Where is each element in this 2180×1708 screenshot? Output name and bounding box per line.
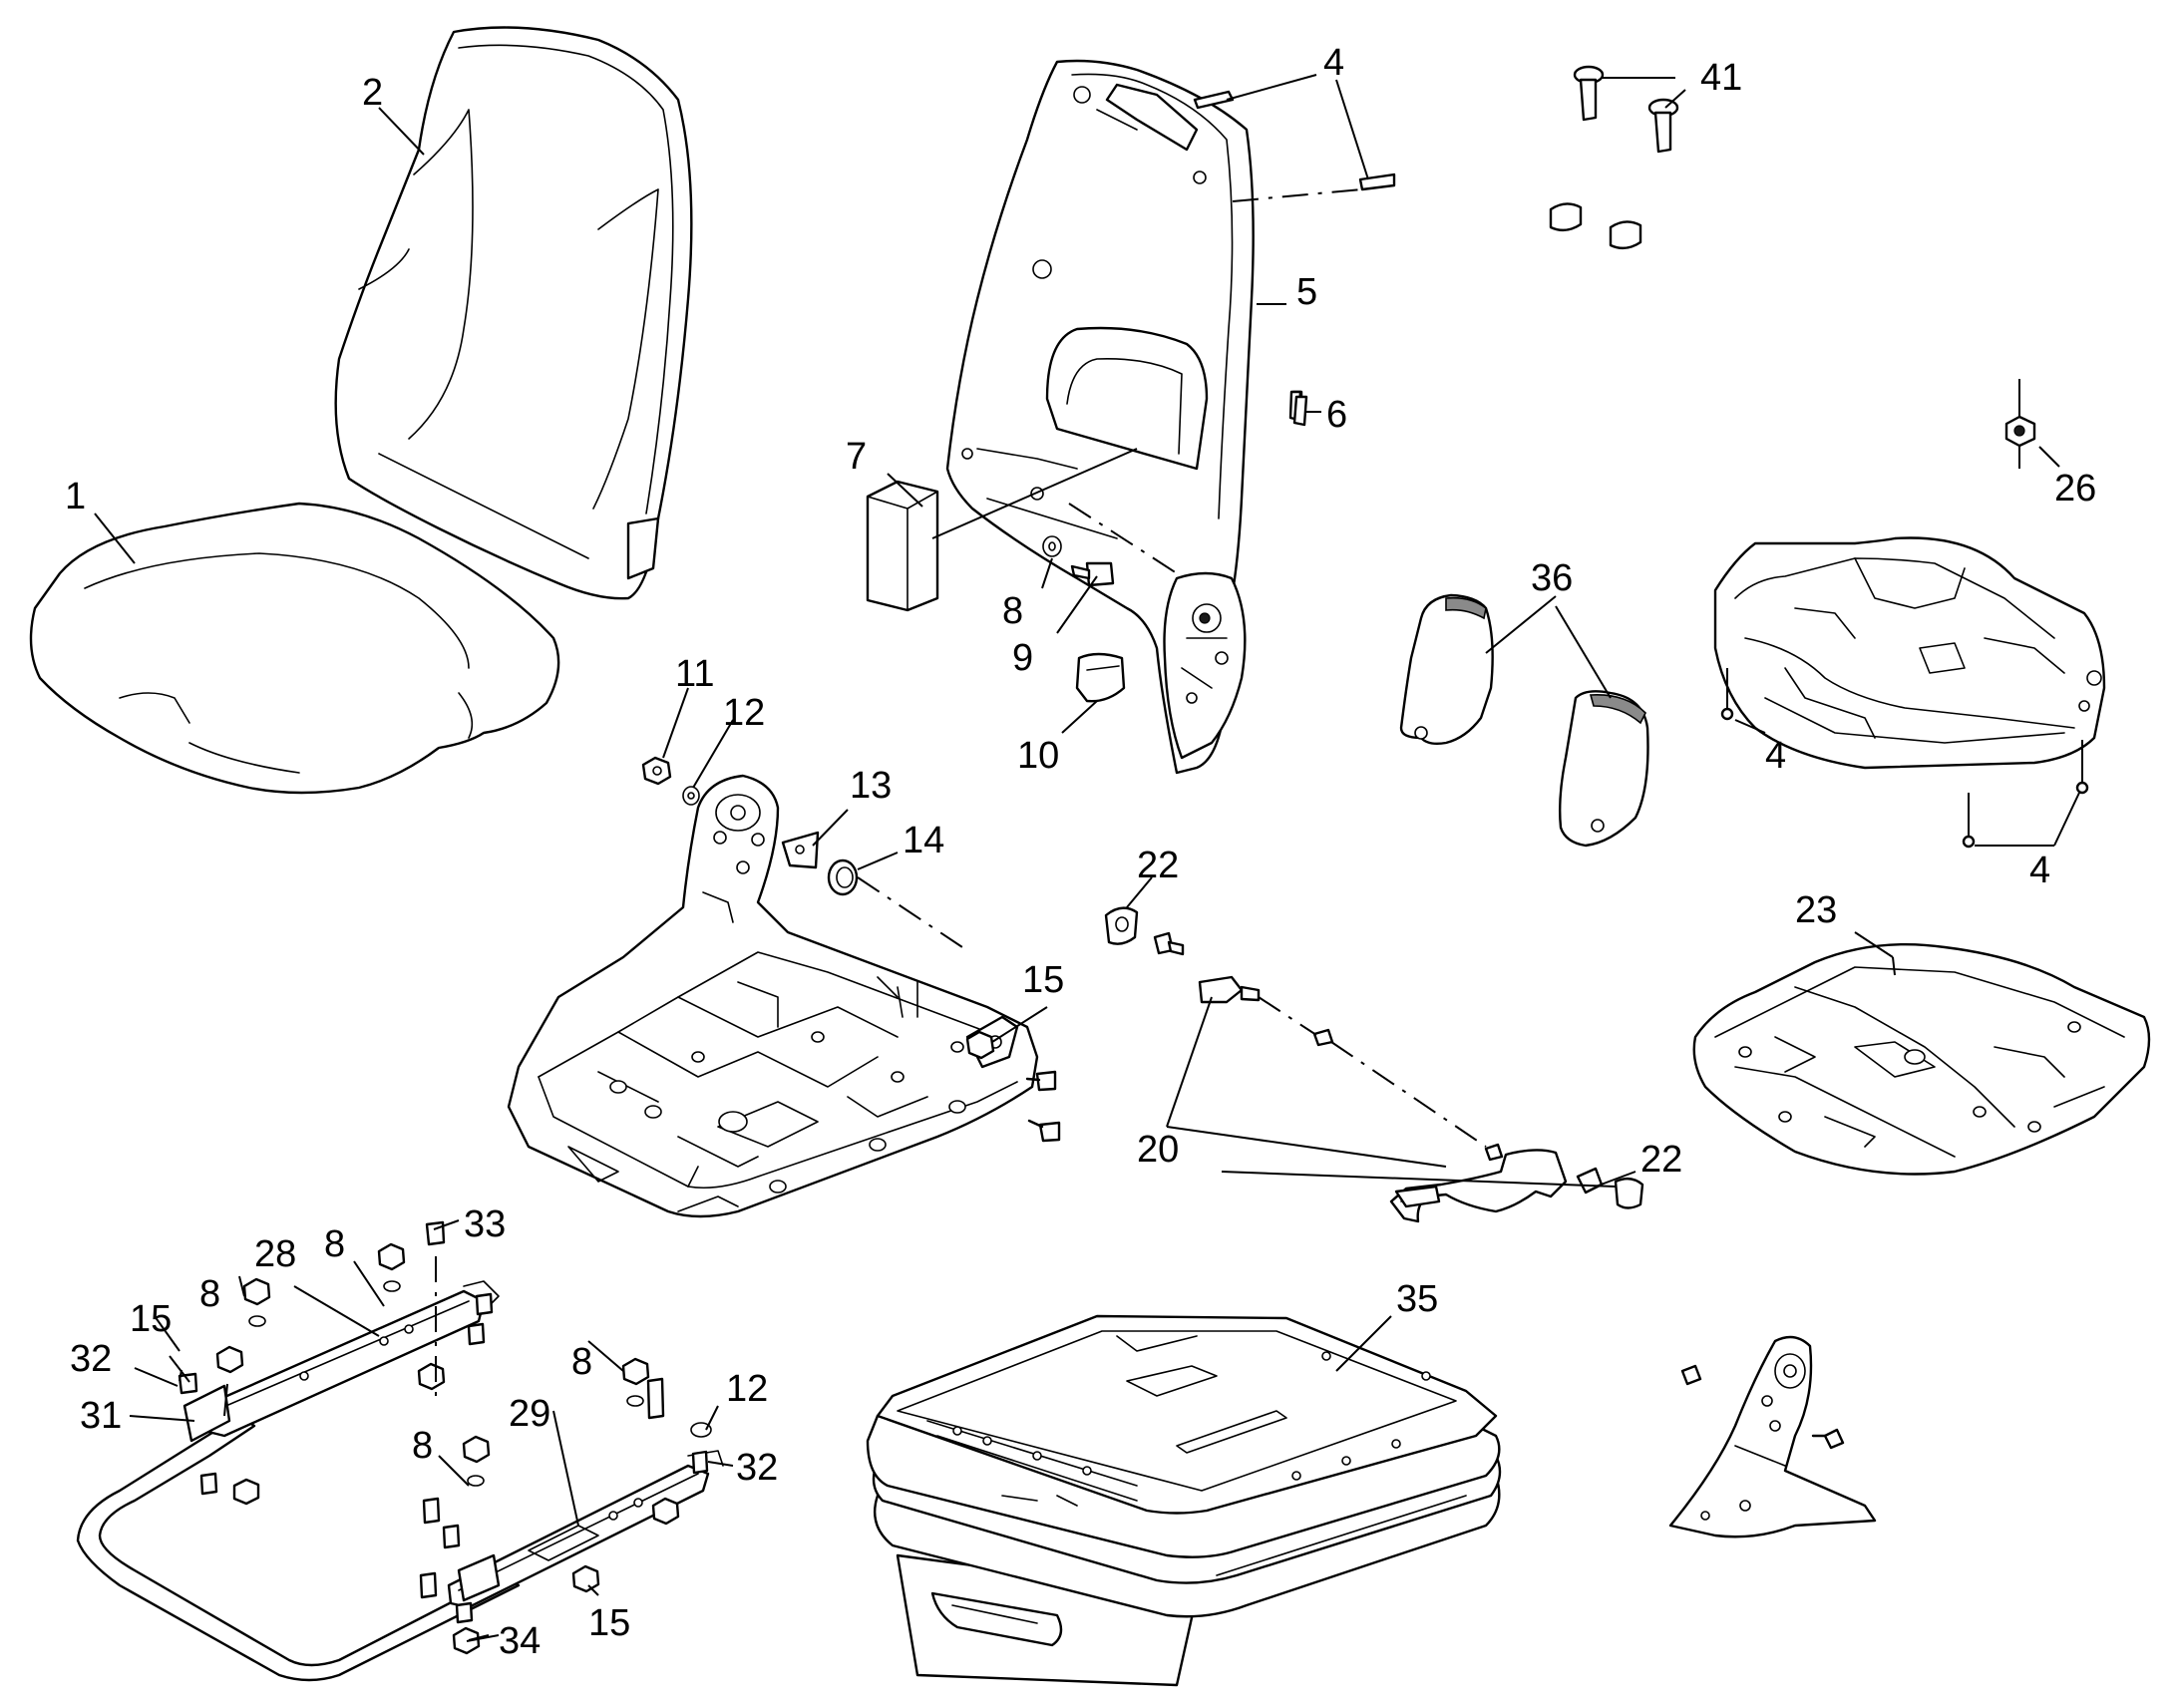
callout-8-d: 8 [412, 1425, 433, 1467]
callout-12-top: 12 [723, 692, 765, 734]
pin-part-41[interactable] [1549, 65, 1679, 250]
callout-2: 2 [362, 72, 383, 114]
washer-part-8[interactable] [1042, 535, 1062, 557]
screw-part-4-right[interactable] [1720, 668, 2089, 849]
callout-41: 41 [1700, 57, 1742, 99]
callout-5: 5 [1296, 271, 1317, 313]
washer-part-12-upper[interactable] [682, 786, 700, 806]
callout-23: 23 [1795, 889, 1837, 931]
callout-4-right-b: 4 [2029, 850, 2050, 891]
base-unit-part-35[interactable] [866, 1314, 1502, 1687]
callout-14: 14 [903, 820, 944, 861]
callout-8-a: 8 [324, 1223, 345, 1265]
callout-9: 9 [1012, 637, 1033, 679]
clip-part-6[interactable] [1288, 390, 1308, 427]
callout-6: 6 [1326, 394, 1347, 436]
callout-10: 10 [1017, 735, 1059, 777]
recliner-bracket[interactable] [1668, 1335, 1877, 1538]
seat-pan-lower-right-part-23[interactable] [1692, 942, 2151, 1176]
callout-22-top: 22 [1137, 845, 1179, 886]
callout-7: 7 [846, 436, 867, 478]
callout-28: 28 [254, 1233, 296, 1275]
callout-34: 34 [499, 1620, 541, 1662]
seat-frame-part-13[interactable] [507, 774, 1039, 1218]
callout-20: 20 [1137, 1129, 1179, 1171]
callout-32-left: 32 [70, 1338, 112, 1380]
callout-12-bottom: 12 [726, 1368, 768, 1410]
callout-labels: 1 2 4 5 6 7 8 9 10 11 12 13 14 15 20 22 … [65, 42, 2096, 1662]
screw-part-26[interactable] [2004, 379, 2036, 469]
rail-part-28[interactable] [182, 1280, 500, 1443]
callout-26: 26 [2054, 468, 2096, 510]
callout-4-top: 4 [1323, 42, 1344, 84]
callout-8-c: 8 [571, 1341, 592, 1383]
callout-8-mid: 8 [1002, 590, 1023, 632]
callout-22-bottom: 22 [1640, 1139, 1682, 1181]
callout-36: 36 [1531, 557, 1573, 599]
bushing-part-14[interactable] [827, 858, 859, 896]
callout-33: 33 [464, 1203, 506, 1245]
callout-8-b: 8 [199, 1273, 220, 1315]
foam-block-part-7[interactable] [866, 480, 939, 612]
nut-part-15-frame[interactable] [965, 1030, 995, 1060]
callout-31: 31 [80, 1395, 122, 1437]
callout-11: 11 [675, 653, 714, 695]
callout-13: 13 [850, 765, 892, 807]
callout-35: 35 [1396, 1278, 1438, 1320]
nut-part-11[interactable] [641, 756, 672, 786]
backrest-frame-part-5[interactable] [945, 59, 1303, 775]
callout-15-left: 15 [130, 1298, 172, 1340]
seat-cushion-part-1[interactable] [29, 502, 560, 795]
rail-part-29[interactable] [447, 1450, 724, 1609]
seat-pan-upper-right[interactable] [1713, 536, 2106, 770]
cover-cap-part-10[interactable] [1075, 652, 1126, 703]
callout-4-right-a: 4 [1765, 735, 1786, 777]
callout-29: 29 [509, 1393, 550, 1435]
leader-lines [94, 74, 2080, 1642]
callout-32-right: 32 [736, 1447, 778, 1489]
bolts-frame[interactable] [1025, 1070, 1061, 1143]
callout-15-mid: 15 [1022, 959, 1064, 1001]
anchor-part-22-upper[interactable] [1104, 906, 1185, 956]
anchor-part-22-lower[interactable] [1576, 1167, 1644, 1209]
backrest-cover-part-2[interactable] [334, 26, 693, 600]
screw-part-4-upper[interactable] [1193, 90, 1396, 191]
side-cover-part-36[interactable] [1399, 593, 1649, 848]
callout-1: 1 [65, 476, 86, 517]
footrest-bar-part-31[interactable] [76, 1414, 521, 1682]
callout-15-bottom: 15 [588, 1602, 630, 1644]
hardware-rails[interactable] [178, 1220, 712, 1655]
seat-belt-part-20[interactable] [1198, 975, 1568, 1223]
